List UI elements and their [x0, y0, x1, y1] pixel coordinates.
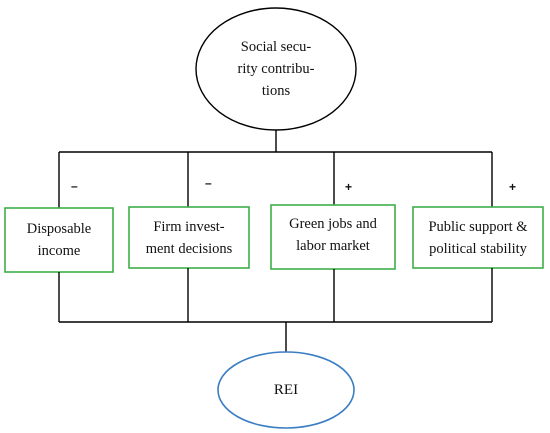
box-3-label: Green jobs and labor market	[271, 203, 395, 267]
box-public-support	[412, 206, 544, 269]
box-2-line-2: ment decisions	[145, 240, 233, 257]
box-firm-investment	[128, 206, 250, 269]
box-green-jobs	[270, 204, 396, 270]
bottom-node-ellipse	[217, 351, 355, 429]
sign-disposable-income: –	[71, 179, 78, 193]
box-4-line-1: Public support &	[428, 218, 528, 235]
box-1-line-2: income	[37, 243, 81, 259]
box-2-label: Firm invest- ment decisions	[129, 207, 249, 268]
sign-firm-investment: –	[205, 176, 212, 190]
top-node-line-1: Social secu-	[240, 39, 312, 55]
box-1-line-1: Disposable	[26, 221, 92, 237]
sign-public-support: +	[509, 180, 517, 194]
box-disposable-income	[4, 207, 114, 273]
bottom-node-label: REI	[273, 382, 299, 398]
box-2-line-1: Firm invest-	[153, 218, 225, 235]
box-4-label: Public support & political stability	[413, 207, 543, 268]
box-3-line-2: labor market	[296, 238, 370, 254]
box-3-line-1: Green jobs and	[289, 216, 377, 232]
top-node-line-3: tions	[261, 83, 291, 99]
top-node-line-2: rity contribu-	[237, 61, 315, 77]
box-4-line-2: political stability	[429, 240, 527, 257]
top-node-label: Social secu- rity contribu- tions	[200, 24, 352, 114]
sign-green-jobs: +	[345, 180, 353, 194]
box-1-label: Disposable income	[5, 208, 113, 272]
